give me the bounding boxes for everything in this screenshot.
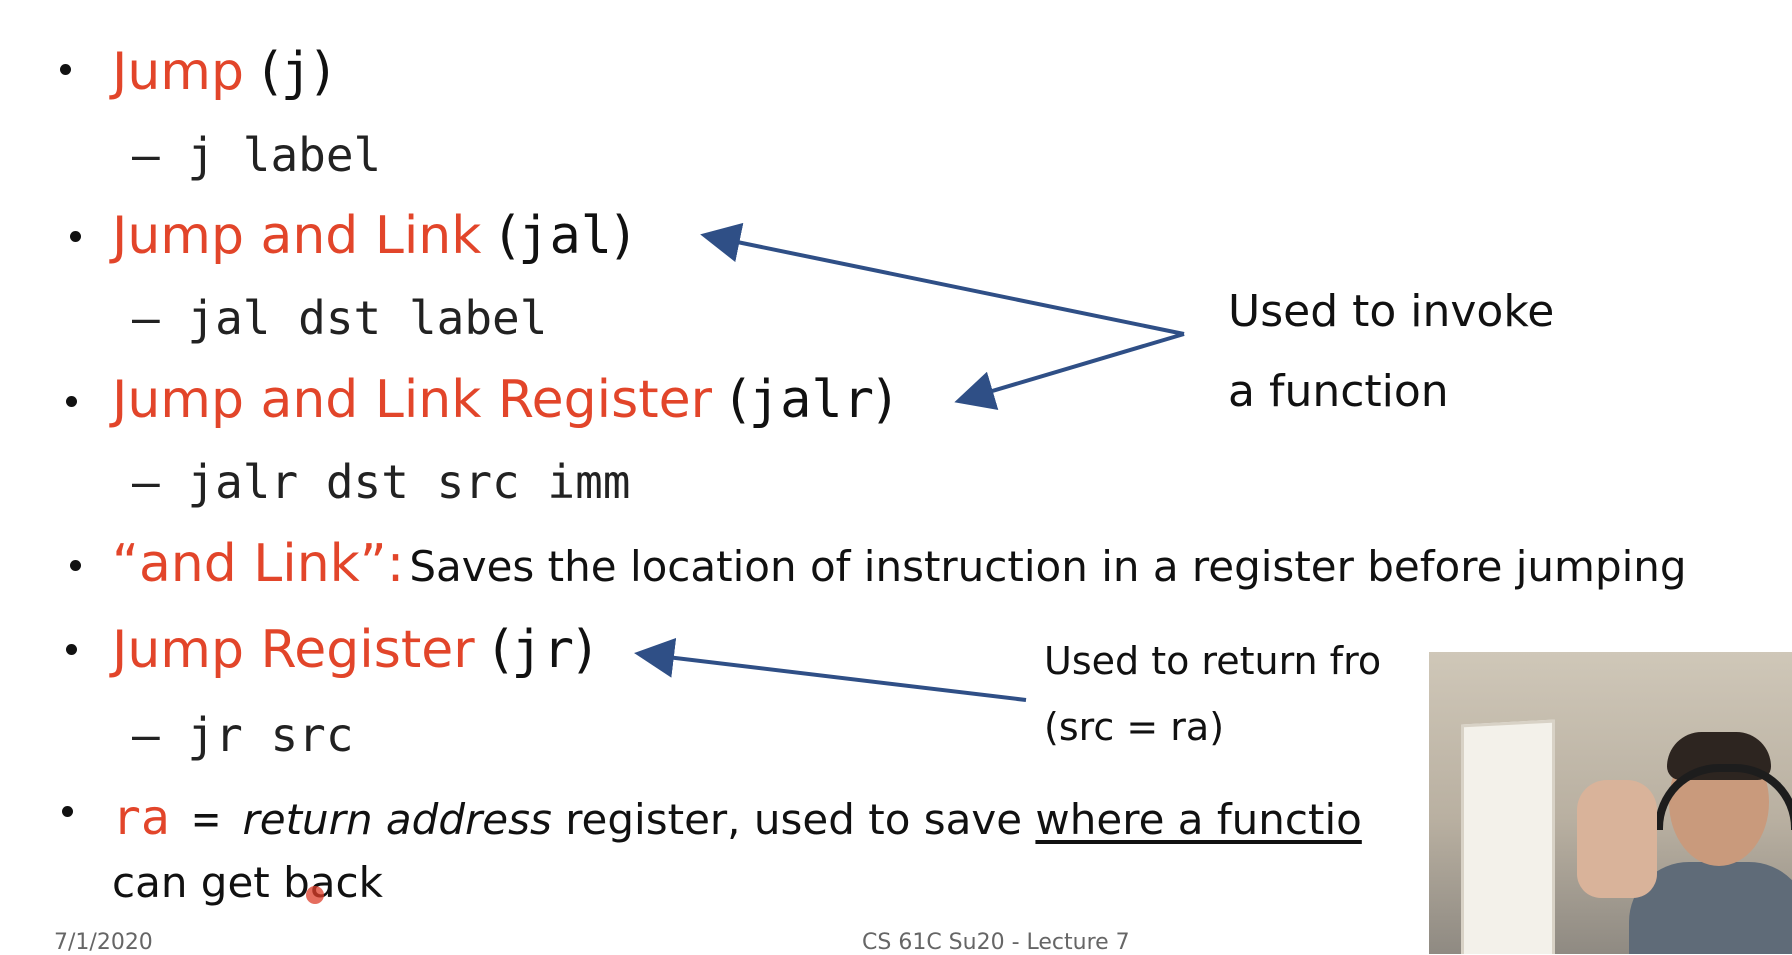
ra-desc-plain: register, used to save	[551, 795, 1036, 844]
footer-date: 7/1/2020	[54, 930, 153, 955]
bullet-and-link: “and Link”: Saves the location of instru…	[112, 538, 1687, 590]
footer-course: CS 61C Su20 - Lecture 7	[862, 930, 1130, 955]
bullet-dot	[60, 64, 71, 75]
code-jal: jal	[518, 206, 613, 266]
sub-jr: – jr src	[132, 708, 354, 762]
term-jalr: Jump and Link Register	[112, 370, 712, 430]
arrow-to-jal	[700, 222, 1185, 336]
term-and-link: “and Link”:	[112, 534, 405, 594]
code-jr: jr	[511, 620, 575, 680]
bullet-dot	[66, 644, 77, 655]
note-invoke-line1: Used to invoke	[1228, 286, 1555, 337]
term-jump: Jump	[112, 42, 244, 102]
and-link-desc: Saves the location of instruction in a r…	[409, 542, 1687, 591]
bullet-jump: Jump (j)	[112, 42, 333, 102]
pointer-dot	[306, 886, 324, 904]
arrow-to-jr	[634, 637, 1027, 702]
hand	[1577, 780, 1657, 898]
sub-jal: – jal dst label	[132, 291, 548, 345]
note-return-line1: Used to return fro	[1044, 639, 1382, 683]
ra-equals: =	[192, 794, 220, 845]
bullet-dot	[66, 396, 77, 407]
ra-desc-italic: return address	[242, 795, 552, 844]
sub-j-label: – j label	[132, 128, 382, 182]
door	[1461, 719, 1555, 954]
term-jr: Jump Register	[112, 620, 475, 680]
bullet-ra: ra = return address register, used to sa…	[112, 790, 1362, 846]
bullet-jr: Jump Register (jr)	[112, 620, 595, 680]
bullet-jalr: Jump and Link Register (jalr)	[112, 370, 895, 430]
term-jal: Jump and Link	[112, 206, 482, 266]
note-invoke-line2: a function	[1228, 366, 1449, 417]
code-jalr: jalr	[748, 370, 875, 430]
webcam-video	[1429, 652, 1792, 954]
code-ra: ra	[112, 790, 170, 846]
bullet-dot	[70, 231, 81, 242]
ra-desc-underline: where a functio	[1035, 795, 1362, 844]
ra-desc-continuation: can get back	[112, 858, 383, 907]
bullet-dot	[70, 560, 81, 571]
bullet-jal: Jump and Link (jal)	[112, 206, 633, 266]
note-return-line2: (src = ra)	[1044, 705, 1225, 749]
bullet-dot	[62, 806, 73, 817]
sub-jalr: – jalr dst src imm	[132, 455, 631, 509]
code-j: j	[280, 42, 313, 102]
arrow-to-jalr	[954, 332, 1185, 411]
